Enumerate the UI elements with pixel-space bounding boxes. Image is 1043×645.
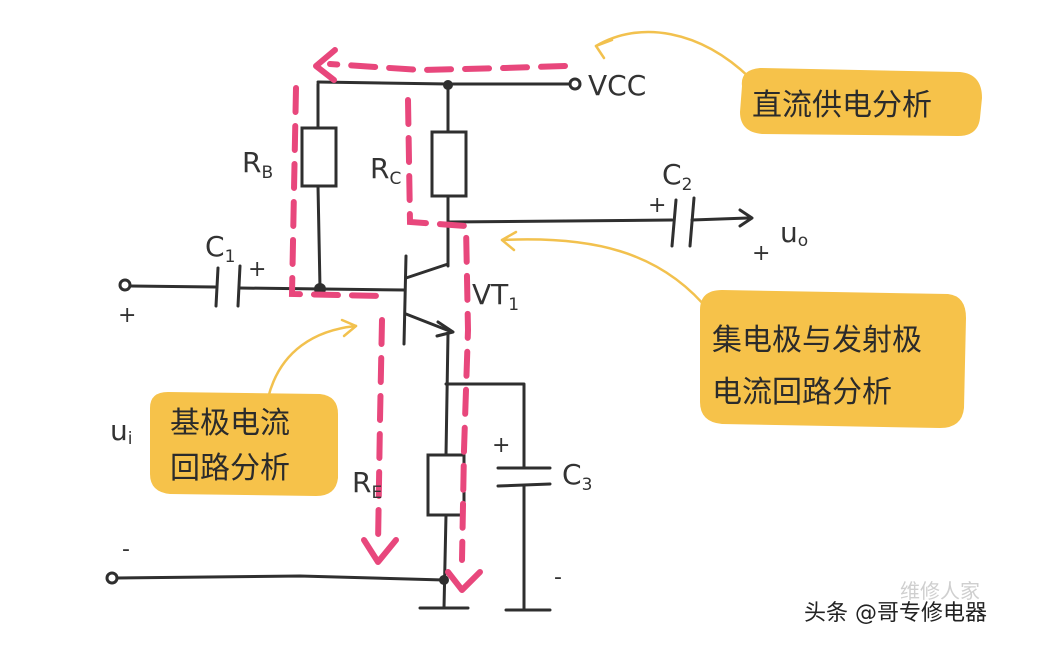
- rb-resistor: [300, 126, 338, 188]
- ground-rail: [115, 574, 446, 582]
- current-paths: [288, 47, 568, 593]
- c3-top-wire: [444, 382, 526, 470]
- transistor-emitter-lead: [404, 312, 454, 334]
- c2-plate-right: [688, 196, 696, 248]
- c2-plate-left: [670, 198, 678, 248]
- vt1-label: VT1: [472, 278, 519, 315]
- re-bottom-wire: [442, 513, 448, 610]
- re-resistor: [426, 453, 466, 517]
- c1-plate-right: [236, 264, 242, 308]
- input-terminal: [118, 278, 132, 292]
- ce-callout-leader: [500, 238, 712, 314]
- c3-label: C3: [562, 458, 592, 495]
- rb-label-sub: B: [261, 163, 273, 183]
- uo-label: uo: [780, 216, 808, 251]
- ce-loop-callout-line1: 集电极与发射极: [712, 323, 922, 358]
- c3-plus-sign: +: [492, 433, 510, 458]
- rc-resistor: [430, 130, 468, 198]
- base-wire: [237, 286, 407, 292]
- c1-label-sub: 1: [225, 247, 236, 267]
- rc-label-main: R: [370, 152, 389, 185]
- vcc-terminal: [568, 77, 582, 91]
- dc-supply-callout-text: 直流供电分析: [752, 88, 932, 123]
- callout-leaders: [266, 30, 752, 400]
- uo-label-main: u: [780, 216, 798, 249]
- output-plus-sign: +: [752, 241, 770, 266]
- ce-loop-callout-line2: 电流回路分析: [712, 375, 892, 410]
- rc-label-sub: C: [389, 169, 401, 189]
- transistor-collector-lead: [404, 262, 450, 280]
- input-wire: [128, 284, 217, 289]
- collector-output-wire: [446, 218, 674, 224]
- output-arrow: [738, 208, 754, 228]
- ground-junction: [439, 575, 449, 585]
- emitter-wire: [444, 332, 450, 457]
- re-label: RE: [352, 466, 382, 503]
- base-loop-callout: [150, 392, 338, 496]
- c1-plate-left: [214, 266, 220, 308]
- vcc-label: VCC: [588, 69, 646, 102]
- c3-label-main: C: [562, 458, 582, 491]
- re-label-main: R: [352, 466, 371, 499]
- circuit-wiring: [105, 77, 754, 612]
- dc-supply-callout: [740, 68, 982, 136]
- c1-label: C1: [205, 230, 235, 267]
- ce-leader-arrow: [500, 230, 518, 252]
- transistor-base-bar: [402, 254, 408, 346]
- watermark-main: 头条 @哥专修电器: [804, 601, 987, 626]
- ce-loop-arrowhead: [445, 569, 483, 593]
- ui-label-sub: i: [128, 429, 133, 449]
- base-loop-path-upper: [288, 85, 385, 299]
- c2-label-sub: 2: [682, 175, 693, 195]
- c1-plus-sign: +: [248, 257, 266, 282]
- vt1-label-main: VT: [472, 278, 509, 311]
- c1-label-main: C: [205, 230, 225, 263]
- base-loop-callout-line1: 基极电流: [170, 406, 290, 441]
- dc-supply-arrowhead: [313, 47, 338, 83]
- input-plus-sign: +: [118, 303, 136, 328]
- base-loop-callout-line2: 回路分析: [170, 451, 290, 486]
- rb-label: RB: [242, 146, 273, 183]
- transistor-emitter-arrow: [435, 320, 455, 338]
- base-leader-arrow: [340, 318, 358, 338]
- c2-output-wire: [690, 216, 750, 222]
- c3-label-sub: 3: [582, 475, 593, 495]
- ui-label: ui: [110, 414, 132, 449]
- base-callout-leader: [266, 324, 358, 400]
- input-minus-sign: -: [122, 537, 130, 562]
- c3-minus-sign: -: [554, 565, 562, 590]
- base-loop-path-lower: [375, 317, 385, 548]
- c2-label-main: C: [662, 158, 682, 191]
- c2-label: C2: [662, 158, 692, 195]
- rc-label: RC: [370, 152, 401, 189]
- ui-label-main: u: [110, 414, 128, 447]
- ce-loop-path: [405, 97, 472, 563]
- dc-leader-arrow: [594, 38, 614, 60]
- c2-plus-sign: +: [648, 193, 666, 218]
- dc-supply-path: [327, 61, 568, 74]
- uo-label-sub: o: [798, 231, 808, 251]
- vt1-label-sub: 1: [508, 295, 519, 315]
- base-loop-arrowhead: [361, 537, 399, 565]
- re-label-sub: E: [371, 483, 382, 503]
- watermark-faint: 维修人家: [900, 579, 980, 603]
- rb-label-main: R: [242, 146, 261, 179]
- ce-loop-callout: [700, 290, 966, 428]
- dc-callout-leader: [594, 30, 752, 80]
- rb-bottom-wire: [316, 184, 322, 290]
